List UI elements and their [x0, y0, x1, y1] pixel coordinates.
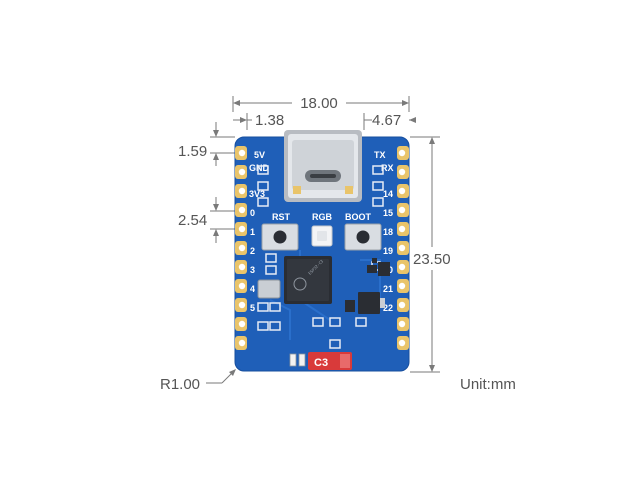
right-pad	[397, 222, 409, 236]
corner-radius-callout: R1.00	[160, 369, 236, 393]
left-pad	[235, 279, 247, 293]
left-pin-label: 3V3	[249, 189, 265, 199]
left-pad	[235, 317, 247, 331]
right-pad	[397, 279, 409, 293]
overall-width-label: 18.00	[300, 95, 338, 112]
c3-badge: C3	[308, 352, 352, 370]
right-pin-label: TX	[374, 150, 386, 160]
right-pin-label: 14	[383, 189, 393, 199]
rgb-label: RGB	[312, 212, 333, 222]
left-pad	[235, 203, 247, 217]
left-pin-labels: 5V GND 3V3 0 1 2 3 4 5	[249, 150, 270, 313]
right-pad	[397, 298, 409, 312]
right-pad	[397, 165, 409, 179]
bottom-components	[289, 353, 306, 367]
right-pin-pads	[397, 146, 409, 350]
left-pin-label: 0	[250, 208, 255, 218]
right-pad	[397, 336, 409, 350]
right-pin-label: 15	[383, 208, 393, 218]
left-pin-label: 5	[250, 303, 255, 313]
crystal	[257, 279, 281, 299]
corner-radius-label: R1.00	[160, 376, 200, 393]
left-pad	[235, 184, 247, 198]
button-labels: RST RGB BOOT	[272, 212, 372, 222]
model-label: C3	[314, 357, 328, 369]
unit-label: Unit:mm	[460, 376, 516, 393]
overall-width-dimension: 18.00	[232, 95, 410, 112]
right-pad	[397, 260, 409, 274]
left-offset-label: 1.38	[255, 112, 284, 129]
boot-label: BOOT	[345, 212, 372, 222]
right-offset-label: 4.67	[372, 112, 401, 129]
right-pin-label: 21	[383, 284, 393, 294]
left-pad	[235, 241, 247, 255]
left-pin-label: 2	[250, 246, 255, 256]
boot-button[interactable]	[344, 223, 382, 251]
height-label: 23.50	[413, 251, 451, 268]
right-pad	[397, 241, 409, 255]
rst-label: RST	[272, 212, 291, 222]
height-dimension: 23.50	[410, 136, 451, 373]
right-pin-label: 19	[383, 246, 393, 256]
left-pin-label: GND	[249, 163, 270, 173]
rgb-led	[311, 225, 333, 247]
left-pad	[235, 336, 247, 350]
left-pad	[235, 222, 247, 236]
right-pad	[397, 184, 409, 198]
left-pin-pads	[235, 146, 247, 350]
right-pad	[397, 203, 409, 217]
left-pin-label: 3	[250, 265, 255, 275]
left-offset-dimension: 1.38	[233, 112, 284, 130]
left-pad	[235, 165, 247, 179]
left-pad	[235, 146, 247, 160]
right-pin-label: 18	[383, 227, 393, 237]
right-pin-label: 22	[383, 303, 393, 313]
rst-button[interactable]	[261, 223, 299, 251]
left-pad	[235, 298, 247, 312]
esp32-c3-chip: ESP32-C3	[284, 256, 332, 304]
left-pin-label: 1	[250, 227, 255, 237]
right-pad	[397, 146, 409, 160]
right-pad	[397, 317, 409, 331]
top-offset-label: 1.59	[178, 143, 207, 160]
top-offset-dimension: 1.59	[178, 122, 240, 166]
pin-pitch-dimension: 2.54	[178, 197, 240, 243]
left-pin-label: 4	[250, 284, 255, 294]
right-pin-label: RX	[381, 163, 394, 173]
right-offset-dimension: 4.67	[363, 112, 416, 130]
usb-c-connector	[284, 130, 362, 202]
left-pin-label: 5V	[254, 150, 265, 160]
left-pad	[235, 260, 247, 274]
pin-pitch-label: 2.54	[178, 212, 207, 229]
transistors	[345, 258, 390, 314]
